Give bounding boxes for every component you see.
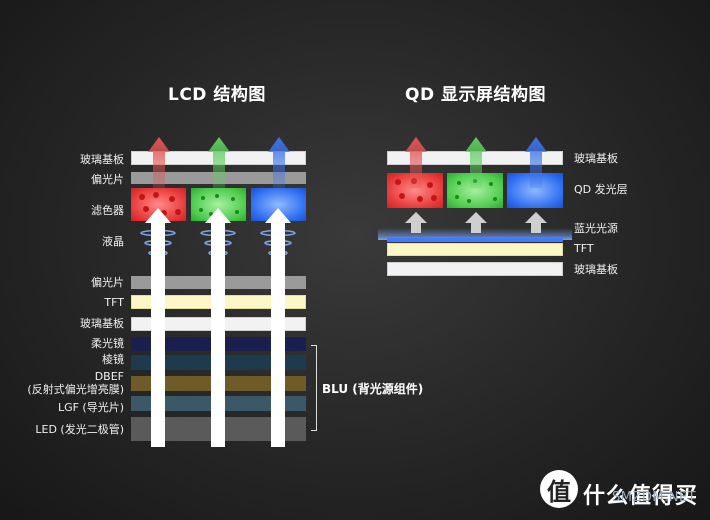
- green-quantum-dot: [455, 195, 459, 199]
- green-quantum-dot: [457, 181, 461, 185]
- lcd-label-polarizer-bottom: 偏光片: [91, 276, 124, 289]
- blu-bracket: [311, 345, 317, 431]
- qd-label-tft: TFT: [574, 242, 594, 255]
- lcd-label-led: LED (发光二极管): [35, 423, 124, 436]
- qd-label-qd-layer: QD 发光层: [574, 183, 628, 196]
- lcd-label-prism: 棱镜: [102, 353, 124, 366]
- green-quantum-dot: [489, 182, 493, 186]
- red-quantum-dot: [175, 209, 181, 215]
- qd-excitation-arrow: [525, 212, 547, 233]
- qd-blue-light-source: [387, 238, 563, 242]
- white-light-arrow-red-channel: [145, 208, 171, 447]
- green-quantum-dot: [215, 194, 219, 198]
- qd-label-glass-top: 玻璃基板: [574, 152, 618, 165]
- qd-diagram-title: QD 显示屏结构图: [405, 85, 546, 105]
- lcd-diagram-title: LCD 结构图: [168, 85, 266, 105]
- blue-light-output-arrow: [268, 137, 290, 188]
- red-quantum-dot: [161, 210, 167, 216]
- qd-blue-light-glow: [378, 228, 572, 240]
- qd-glass-bottom: [387, 262, 563, 276]
- brand-name: 什么值得买: [583, 484, 699, 509]
- qd-red-light-output-arrow: [405, 137, 427, 188]
- lcd-label-polarizer-top: 偏光片: [91, 173, 124, 186]
- green-light-output-arrow: [208, 137, 230, 188]
- red-quantum-dot: [143, 206, 149, 212]
- red-quantum-dot: [395, 179, 401, 185]
- green-quantum-dot: [231, 197, 235, 201]
- qd-excitation-arrows: [405, 212, 547, 233]
- qd-blue-light-output-arrow: [525, 137, 547, 188]
- white-light-arrow-green-channel: [205, 208, 231, 447]
- lcd-label-lgf: LGF (导光片): [57, 401, 124, 414]
- lcd-label-diffuser: 柔光镜: [91, 337, 124, 350]
- red-quantum-dot: [427, 182, 433, 188]
- lcd-label-dbef: DBEF: [94, 370, 124, 383]
- qd-excitation-arrow: [405, 212, 427, 233]
- lcd-label-dbef-desc: (反射式偏光增亮膜): [27, 383, 124, 396]
- red-quantum-dot: [431, 195, 437, 201]
- red-quantum-dot: [417, 196, 423, 202]
- qd-tft-layer: [387, 243, 563, 256]
- red-quantum-dot: [169, 196, 175, 202]
- lcd-white-arrows: [145, 208, 291, 447]
- brand-watermark: SMZDM.NET: [612, 490, 697, 505]
- green-quantum-dot: [467, 199, 471, 203]
- blu-label: BLU (背光源组件): [322, 382, 424, 396]
- brand-logo: 值: [540, 470, 578, 508]
- red-quantum-dot: [399, 193, 405, 199]
- green-quantum-dot: [209, 212, 213, 216]
- green-quantum-dot: [201, 196, 205, 200]
- qd-green-light-output-arrow: [465, 137, 487, 188]
- qd-label-blue-light: 蓝光光源: [574, 222, 618, 235]
- qd-excitation-arrow: [465, 212, 487, 233]
- green-quantum-dot: [493, 197, 497, 201]
- lcd-label-glass-top: 玻璃基板: [80, 153, 124, 166]
- brand-logo-char: 值: [547, 477, 571, 506]
- lcd-label-color-filter: 滤色器: [91, 204, 124, 217]
- red-light-output-arrow: [148, 137, 170, 188]
- lcd-label-tft: TFT: [104, 296, 124, 309]
- qd-label-glass-bottom: 玻璃基板: [574, 263, 618, 276]
- lcd-label-liquid-crystal: 液晶: [102, 235, 124, 248]
- green-quantum-dot: [235, 210, 239, 214]
- lcd-label-glass-bottom: 玻璃基板: [80, 317, 124, 330]
- red-quantum-dot: [139, 194, 145, 200]
- green-quantum-dot: [199, 208, 203, 212]
- red-quantum-dot: [153, 192, 159, 198]
- white-light-arrow-blue-channel: [265, 208, 291, 447]
